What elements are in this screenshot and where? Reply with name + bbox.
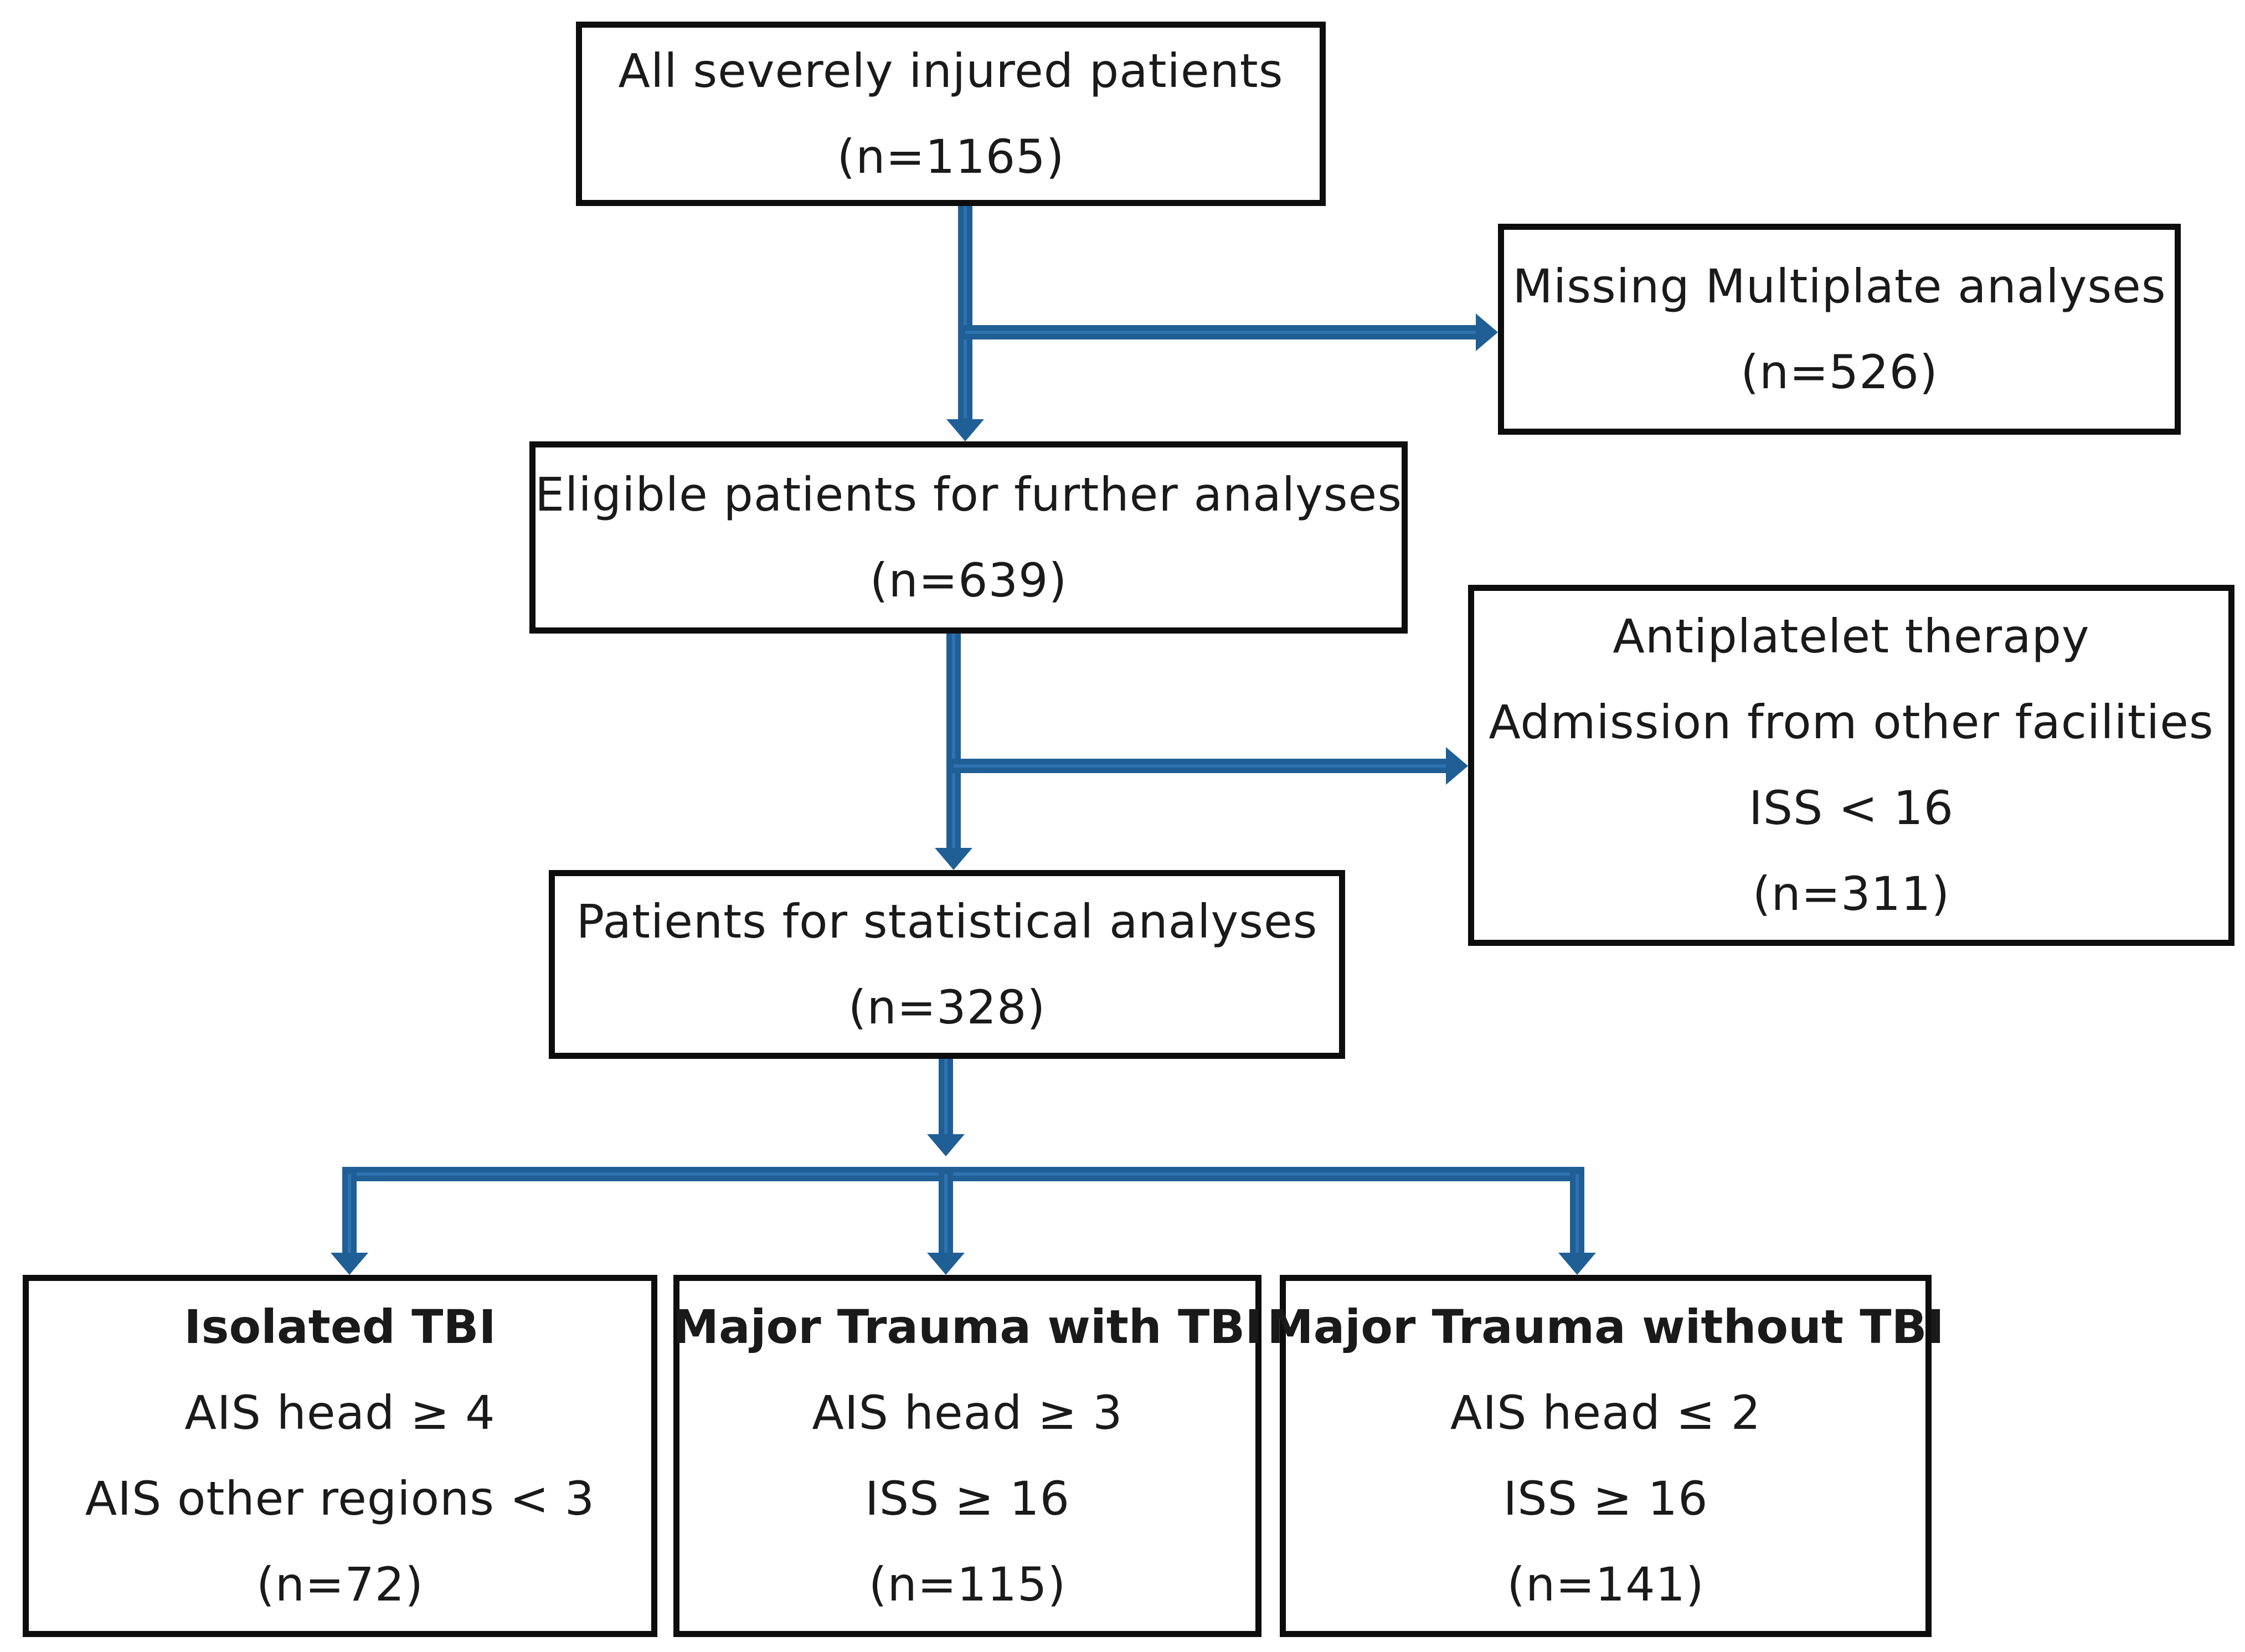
criterion-text: AIS head ≥ 3 <box>812 1386 1123 1440</box>
criterion-text: Antiplatelet therapy <box>1613 609 2090 663</box>
node-label: Eligible patients for further analyses <box>535 467 1402 522</box>
node-label: All severely injured patients <box>618 43 1284 98</box>
criterion-text: ISS < 16 <box>1748 781 1954 835</box>
node-eligible-patients: Eligible patients for further analyses (… <box>529 441 1408 634</box>
node-label: Patients for statistical analyses <box>576 894 1318 949</box>
node-major-trauma-with-tbi: Major Trauma with TBI AIS head ≥ 3 ISS ≥… <box>672 1275 1263 1637</box>
arrow-head-eligible <box>946 419 984 441</box>
group-title: Major Trauma with TBI <box>672 1300 1263 1354</box>
node-count: (n=311) <box>1752 867 1950 921</box>
criterion-text: ISS ≥ 16 <box>864 1471 1070 1526</box>
node-count: (n=1165) <box>837 129 1065 184</box>
criterion-text: AIS head ≤ 2 <box>1450 1386 1762 1440</box>
arrow-head-excluded <box>1446 747 1468 785</box>
node-statistical-patients: Patients for statistical analyses (n=328… <box>549 870 1345 1059</box>
arrow-head-split <box>927 1134 965 1156</box>
node-major-trauma-without-tbi: Major Trauma without TBI AIS head ≤ 2 IS… <box>1267 1275 1944 1637</box>
group-title: Isolated TBI <box>184 1300 496 1354</box>
node-count: (n=115) <box>868 1557 1067 1612</box>
node-missing-multiplate: Missing Multiplate analyses (n=526) <box>1498 224 2181 435</box>
node-isolated-tbi: Isolated TBI AIS head ≥ 4 AIS other regi… <box>23 1275 657 1637</box>
criterion-text: ISS ≥ 16 <box>1503 1471 1708 1526</box>
arrow-head-isolated-tbi <box>331 1253 368 1275</box>
node-count: (n=639) <box>869 553 1068 608</box>
arrow-head-major-without-tbi <box>1558 1253 1596 1275</box>
node-count: (n=141) <box>1507 1557 1705 1612</box>
node-count: (n=72) <box>256 1557 424 1612</box>
node-count: (n=328) <box>848 980 1046 1035</box>
criterion-text: Admission from other facilities <box>1489 695 2214 749</box>
arrow-head-missing <box>1476 313 1498 351</box>
criterion-text: AIS head ≥ 4 <box>184 1386 496 1440</box>
node-label: Missing Multiplate analyses <box>1512 259 2166 313</box>
arrow-head-statistical <box>935 848 972 870</box>
criterion-text: AIS other regions < 3 <box>85 1471 595 1526</box>
node-count: (n=526) <box>1741 344 1938 399</box>
arrow-head-major-with-tbi <box>927 1253 965 1275</box>
group-title: Major Trauma without TBI <box>1267 1300 1944 1354</box>
node-all-patients: All severely injured patients (n=1165) <box>576 22 1326 206</box>
node-exclusion-criteria: Antiplatelet therapy Admission from othe… <box>1468 585 2234 946</box>
